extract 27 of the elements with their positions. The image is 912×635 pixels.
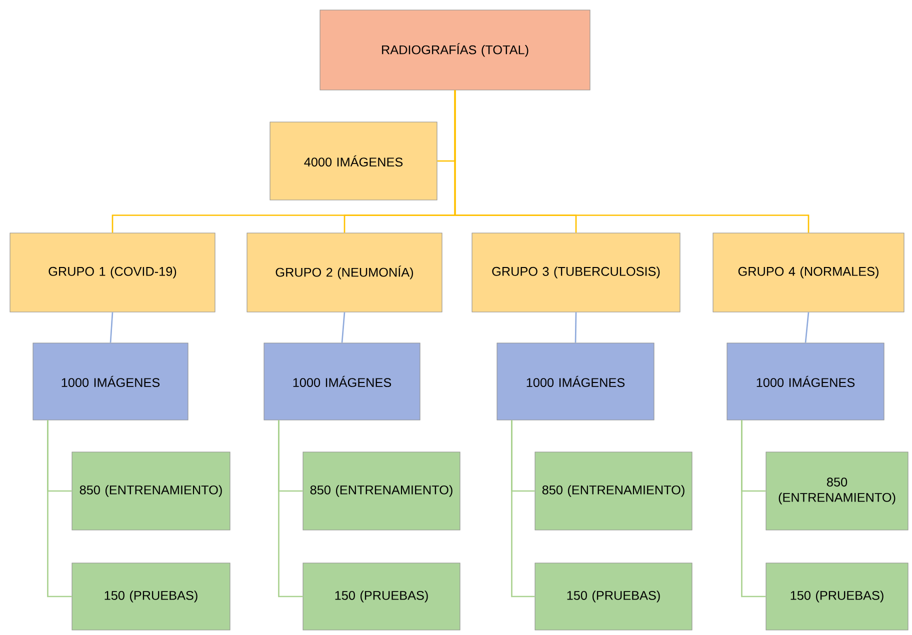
- count-box: 1000 IMÁGENES: [32, 342, 188, 420]
- connector-line: [454, 90, 810, 233]
- split-box: 850 (ENTRENAMIENTO): [72, 452, 230, 530]
- split-box: 150 (PRUEBAS): [766, 562, 908, 630]
- split-box: 850 (ENTRENAMIENTO): [534, 452, 692, 530]
- connector-line: [110, 312, 114, 343]
- count-box: 1000 IMÁGENES: [264, 342, 420, 420]
- group-box: GRUPO 2 (NEUMONÍA): [246, 232, 442, 312]
- split-box: 150 (PRUEBAS): [534, 562, 692, 630]
- count-box: 4000 IMÁGENES: [270, 122, 438, 200]
- connector-line: [804, 312, 810, 343]
- connector-line: [341, 312, 346, 343]
- split-box: 850 (ENTRENAMIENTO): [302, 452, 460, 530]
- connector-line: [278, 420, 303, 598]
- connector-line: [741, 420, 766, 598]
- group-box: GRUPO 3 (TUBERCULOSIS): [472, 232, 680, 312]
- split-box: 850 (ENTRENAMIENTO): [766, 452, 908, 530]
- count-box: 1000 IMÁGENES: [726, 342, 884, 420]
- group-box: GRUPO 1 (COVID-19): [10, 232, 216, 312]
- connector-line: [47, 420, 72, 598]
- group-box: GRUPO 4 (NORMALES): [712, 232, 904, 312]
- count-box: 1000 IMÁGENES: [496, 342, 654, 420]
- split-box: 150 (PRUEBAS): [302, 562, 460, 630]
- connector-line: [574, 312, 577, 343]
- connector-line: [511, 420, 535, 598]
- title-box: RADIOGRAFÍAS (TOTAL): [320, 10, 590, 90]
- split-box: 150 (PRUEBAS): [72, 562, 230, 630]
